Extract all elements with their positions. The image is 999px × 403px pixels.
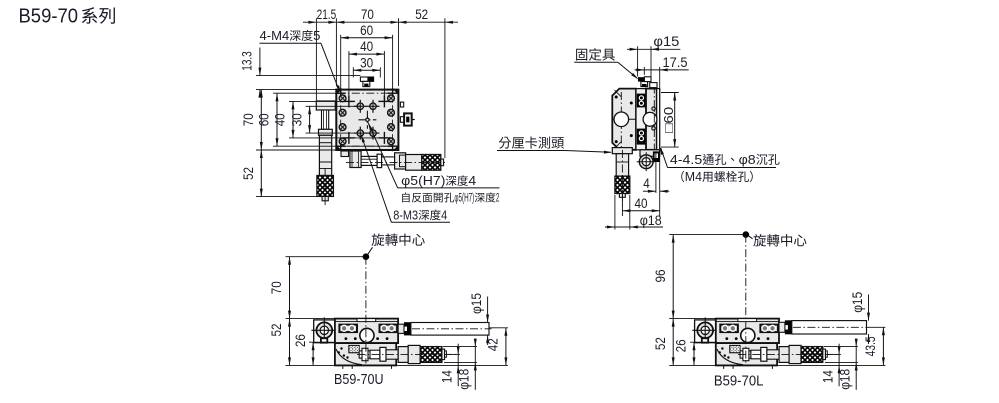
svg-text:70: 70 — [241, 113, 256, 126]
svg-text:φ15: φ15 — [653, 34, 679, 49]
svg-text:52: 52 — [415, 7, 428, 22]
svg-text:30: 30 — [360, 55, 373, 70]
svg-text:φ15: φ15 — [469, 293, 484, 314]
svg-text:52: 52 — [269, 324, 284, 337]
svg-text:26: 26 — [674, 339, 689, 352]
svg-text:φ18: φ18 — [457, 369, 472, 390]
svg-text:70: 70 — [269, 281, 284, 294]
svg-text:60: 60 — [257, 113, 272, 126]
svg-text:B59-70L: B59-70L — [714, 373, 764, 389]
svg-text:40: 40 — [360, 39, 373, 54]
svg-text:14: 14 — [821, 370, 836, 383]
svg-text:96: 96 — [653, 270, 668, 283]
svg-text:2: 2 — [496, 193, 500, 205]
svg-text:4: 4 — [441, 207, 447, 222]
svg-text:8-M3: 8-M3 — [393, 207, 418, 222]
svg-text:4-4.5: 4-4.5 — [670, 152, 702, 167]
svg-text:13.3: 13.3 — [240, 51, 255, 71]
svg-text:26: 26 — [293, 334, 308, 347]
svg-text:52: 52 — [241, 167, 256, 180]
svg-text:φ8: φ8 — [739, 152, 756, 167]
svg-text:70: 70 — [361, 7, 374, 22]
svg-text:5: 5 — [313, 28, 320, 43]
svg-text:φ5(H7): φ5(H7) — [401, 173, 445, 188]
svg-text:4: 4 — [643, 176, 650, 191]
svg-text:21.5: 21.5 — [317, 7, 337, 22]
svg-text:40: 40 — [635, 196, 648, 211]
svg-text:φ15: φ15 — [850, 292, 865, 313]
svg-text:4: 4 — [468, 173, 476, 188]
svg-text:40: 40 — [273, 113, 288, 126]
svg-text:φ18: φ18 — [837, 369, 852, 390]
svg-text:φ5(H7): φ5(H7) — [454, 193, 474, 205]
svg-text:4-M4: 4-M4 — [260, 28, 290, 43]
svg-text:B59-70: B59-70 — [19, 5, 79, 27]
svg-text:φ18: φ18 — [640, 213, 662, 228]
svg-text:43.5: 43.5 — [863, 336, 878, 356]
svg-text:14: 14 — [440, 370, 455, 383]
svg-text:52: 52 — [653, 337, 668, 350]
svg-text:B59-70U: B59-70U — [334, 372, 384, 388]
svg-text:M4: M4 — [685, 169, 702, 184]
svg-text:60: 60 — [360, 23, 373, 38]
svg-text:30: 30 — [289, 113, 304, 126]
svg-text:□60: □60 — [661, 107, 676, 133]
svg-text:17.5: 17.5 — [663, 55, 688, 70]
svg-text:42: 42 — [486, 338, 501, 351]
